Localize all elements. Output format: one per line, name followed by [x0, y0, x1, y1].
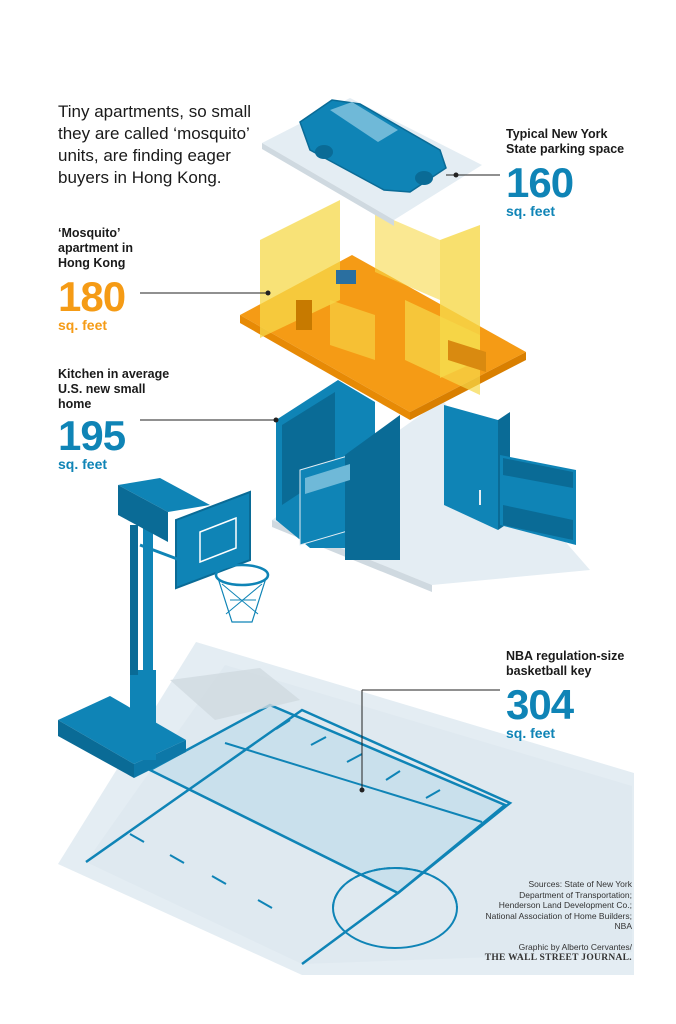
publisher-name: THE WALL STREET JOURNAL. — [484, 953, 632, 963]
parking-model — [262, 98, 500, 226]
parking-unit: sq. feet — [506, 203, 556, 219]
parking-value: 160 — [506, 159, 574, 206]
intro-text: Tiny apartments, so small they are calle… — [58, 102, 252, 187]
parking-label: Typical New York State parking space — [506, 127, 625, 156]
basketball-hoop — [58, 478, 270, 778]
apartment-label: ‘Mosquito’ apartment in Hong Kong — [58, 226, 134, 270]
apartment-model — [240, 200, 526, 420]
kitchen-unit: sq. feet — [58, 456, 108, 472]
basketball-unit: sq. feet — [506, 725, 556, 741]
kitchen-model — [272, 380, 590, 592]
apartment-unit: sq. feet — [58, 317, 108, 333]
basketball-value: 304 — [506, 681, 574, 728]
parking-callout: Typical New York State parking space 160… — [506, 127, 636, 219]
basketball-court — [58, 642, 634, 975]
credit-line: Graphic by Alberto Cervantes/ — [518, 942, 632, 952]
connector-lines — [140, 290, 365, 793]
basketball-label: NBA regulation-size basketball key — [506, 649, 625, 678]
basketball-callout: NBA regulation-size basketball key 304 s… — [506, 649, 636, 741]
kitchen-value: 195 — [58, 412, 126, 459]
credit: Graphic by Alberto Cervantes/ THE WALL S… — [462, 942, 632, 964]
kitchen-callout: Kitchen in average U.S. new small home 1… — [58, 367, 178, 472]
sources-note: Sources: State of New York Department of… — [485, 879, 632, 931]
apartment-value: 180 — [58, 273, 126, 320]
kitchen-label: Kitchen in average U.S. new small home — [58, 367, 170, 411]
apartment-callout: ‘Mosquito’ apartment in Hong Kong 180 sq… — [58, 226, 168, 333]
